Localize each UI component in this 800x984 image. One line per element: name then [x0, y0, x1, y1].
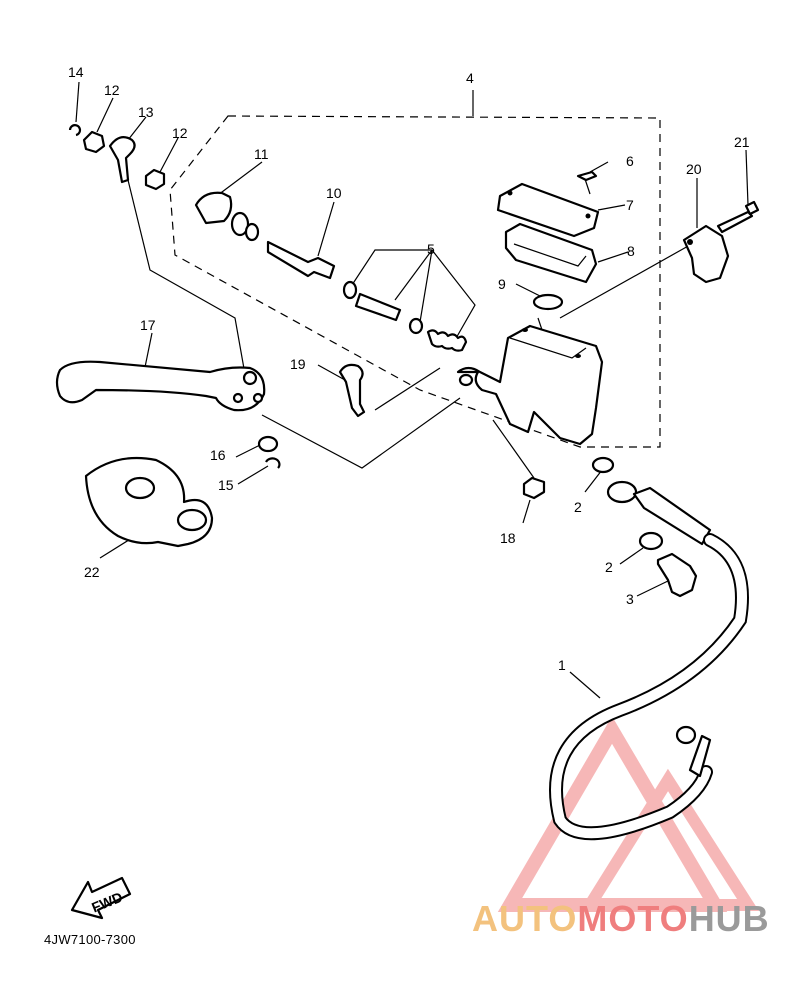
clutch-hose-assembly: [522, 456, 749, 841]
callout-label: 17: [140, 317, 156, 333]
callout-label: 2: [574, 499, 582, 515]
callout-label: 5: [427, 241, 435, 257]
pivot-bolt-hardware: [68, 124, 166, 191]
callout-label: 19: [290, 356, 306, 372]
callout-label: 6: [626, 153, 634, 169]
watermark-part-hub: HUB: [688, 898, 770, 939]
washer: [257, 435, 279, 453]
callout-label: 14: [68, 64, 84, 80]
callout-label: 9: [498, 276, 506, 292]
callout-label: 12: [104, 82, 120, 98]
callout-label: 4: [466, 70, 474, 86]
forward-arrow-icon: FWD: [70, 876, 132, 920]
callout-label: 10: [326, 185, 342, 201]
lever-bolt: [338, 363, 366, 418]
reservoir-cap-parts: [496, 170, 600, 311]
callout-labels: 14 12 13 12 11 10 4 5 9 6 7 8 20 21 17 1…: [68, 64, 750, 673]
assembly-outline: [169, 115, 661, 448]
piston-components: [194, 191, 468, 352]
watermark-logo-icon: [497, 716, 759, 912]
leader-lines: [75, 81, 749, 699]
callout-label: 12: [172, 125, 188, 141]
callout-label: 22: [84, 564, 100, 580]
drawing-code: 4JW7100-7300: [44, 932, 136, 947]
callout-label: 11: [254, 146, 269, 162]
callout-label: 13: [138, 104, 154, 120]
callout-label: 20: [686, 161, 702, 177]
watermark-part-moto: MOTO: [577, 898, 689, 939]
callout-label: 21: [734, 134, 750, 150]
callout-label: 16: [210, 447, 226, 463]
callout-label: 2: [605, 559, 613, 575]
circlip: [265, 457, 281, 469]
callout-label: 7: [626, 197, 634, 213]
callout-label: 1: [558, 657, 566, 673]
master-cylinder-body: [456, 324, 604, 446]
callout-label: 18: [500, 530, 516, 546]
clamp-and-bolt: [682, 200, 760, 284]
callout-label: 15: [218, 477, 234, 493]
lever-cover: [84, 456, 214, 548]
clutch-lever: [55, 360, 266, 412]
watermark-brand: AUTOMOTOHUB: [472, 898, 770, 940]
callout-label: 8: [627, 243, 635, 259]
watermark-part-auto: AUTO: [472, 898, 578, 939]
callout-label: 3: [626, 591, 634, 607]
